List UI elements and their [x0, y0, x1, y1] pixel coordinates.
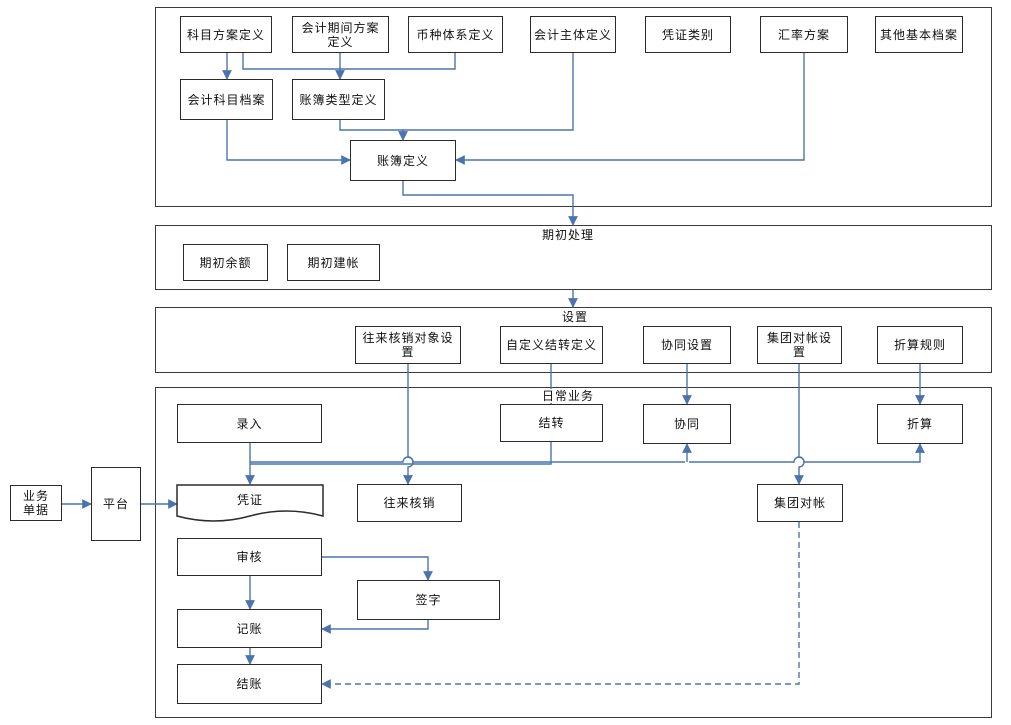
node-transfer: 结转	[500, 404, 603, 442]
node-platform: 平台	[91, 467, 141, 541]
node-opening-setup: 期初建帐	[287, 244, 380, 281]
node-subject-scheme: 科目方案定义	[180, 16, 272, 53]
node-accounting-entity: 会计主体定义	[530, 16, 616, 53]
node-group-recon: 集团对帐	[757, 484, 843, 522]
node-collab: 协同	[643, 404, 731, 444]
section-title-settings: 设置	[560, 310, 591, 324]
node-currency-system: 币种体系定义	[408, 16, 503, 53]
node-writeoff: 往来核销	[357, 484, 462, 522]
node-convert-rule: 折算规则	[877, 326, 963, 364]
node-account-file: 会计科目档案	[180, 79, 273, 120]
section-title-daily: 日常业务	[540, 389, 597, 403]
node-convert: 折算	[877, 404, 963, 444]
node-sign: 签字	[357, 580, 500, 620]
node-writeoff-obj: 往来核销对象设置	[355, 326, 461, 364]
node-book-type: 账簿类型定义	[292, 79, 385, 120]
node-audit: 审核	[177, 538, 322, 576]
node-collab-setting: 协同设置	[643, 326, 731, 364]
section-title-opening: 期初处理	[540, 228, 597, 242]
node-voucher-shape	[176, 484, 324, 522]
node-other-basic: 其他基本档案	[875, 16, 963, 53]
node-entry: 录入	[177, 404, 322, 443]
node-period-scheme: 会计期间方案定义	[292, 16, 389, 53]
node-voucher-type: 凭证类别	[645, 16, 731, 53]
node-rate-scheme: 汇率方案	[760, 16, 848, 53]
node-close: 结账	[177, 664, 322, 704]
node-post: 记账	[177, 609, 322, 648]
node-voucher: 凭证	[236, 493, 263, 507]
node-group-recon-setting: 集团对帐设置	[757, 326, 842, 364]
node-business-doc: 业务单据	[10, 485, 62, 521]
node-custom-transfer: 自定义结转定义	[500, 326, 603, 364]
node-book-define: 账簿定义	[350, 140, 456, 181]
node-opening-balance: 期初余额	[183, 244, 268, 281]
